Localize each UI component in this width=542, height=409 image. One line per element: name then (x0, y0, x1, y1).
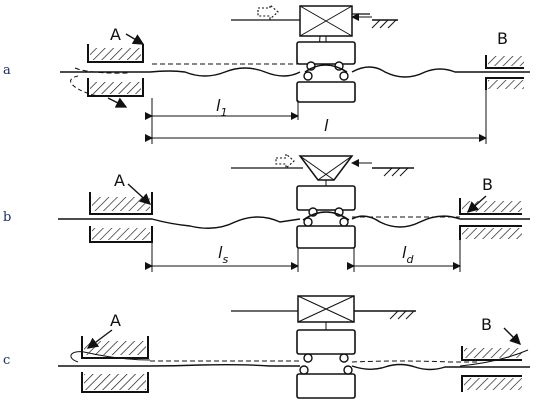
wire (58, 363, 530, 371)
dim-ls: ls (218, 243, 228, 266)
clamp-a (89, 192, 153, 243)
label-point-a: A (114, 171, 125, 190)
label-point-a: A (110, 311, 121, 330)
dim-l: l (324, 116, 329, 135)
feed-head (231, 152, 414, 206)
dim-name: l (402, 243, 407, 262)
dim-ld: ld (402, 243, 414, 266)
label-point-b: B (482, 175, 493, 194)
clamp-a (81, 336, 149, 393)
panel-b: b (3, 152, 530, 272)
wire (60, 66, 530, 78)
roller-block (296, 185, 356, 249)
wire (58, 215, 530, 229)
dim-name: l (218, 243, 223, 262)
clamp-b (459, 198, 522, 240)
panel-letter: b (3, 210, 11, 225)
feed-head (231, 295, 416, 350)
feed-head (231, 3, 398, 65)
label-point-b: B (497, 29, 508, 48)
panel-a: a (3, 3, 530, 144)
label-point-a: A (110, 25, 121, 44)
panel-letter: c (3, 353, 10, 368)
dim-subscript: s (222, 253, 228, 266)
panel-letter: a (3, 63, 11, 78)
dim-subscript: 1 (220, 106, 227, 119)
dim-subscript: d (406, 253, 414, 266)
clamp-b (485, 55, 524, 90)
clamp-b (461, 346, 522, 392)
roller-block (296, 41, 356, 103)
panel-c: c (3, 295, 530, 399)
label-point-b: B (481, 315, 492, 334)
clamp-a (87, 44, 144, 97)
dim-name: l (216, 96, 221, 115)
dim-l1: l1 (216, 96, 227, 119)
roller-block (296, 329, 356, 399)
